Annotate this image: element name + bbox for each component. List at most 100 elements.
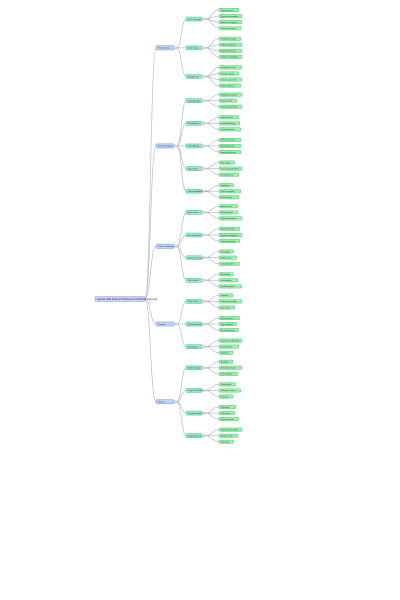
topic-collapse-toggle-4-0[interactable] xyxy=(202,366,206,370)
leaf-node-2-3-0[interactable]: Mentorship xyxy=(218,272,234,277)
leaf-node-1-2-2[interactable]: Anomaly detection xyxy=(218,150,242,155)
topic-collapse-toggle-0-0[interactable] xyxy=(202,17,206,21)
topic-node-2-2[interactable]: Industry Sectors xyxy=(185,255,203,260)
branch-collapse-toggle-0[interactable] xyxy=(174,46,178,50)
leaf-node-3-2-0[interactable]: Conference submission xyxy=(218,338,243,343)
leaf-node-2-0-2[interactable]: Reporting associate xyxy=(218,216,243,221)
topic-collapse-toggle-1-1[interactable] xyxy=(202,121,206,125)
branch-node-2[interactable]: Career Pathways xyxy=(155,243,175,249)
topic-collapse-toggle-4-2[interactable] xyxy=(202,411,206,415)
leaf-node-4-0-1[interactable]: Precision & recall xyxy=(218,365,243,370)
topic-node-0-0[interactable]: Core Concepts xyxy=(185,16,203,22)
topic-node-4-3[interactable]: Impact Review xyxy=(185,433,203,439)
leaf-node-2-1-0[interactable]: Machine learning xyxy=(218,226,241,231)
leaf-node-0-2-2[interactable]: Online course notes xyxy=(218,77,243,82)
branch-node-4[interactable]: Metrics xyxy=(155,399,175,405)
topic-collapse-toggle-1-0[interactable] xyxy=(202,99,206,103)
topic-collapse-toggle-2-3[interactable] xyxy=(202,278,206,282)
leaf-node-1-0-1[interactable]: Data cleaning xyxy=(218,98,237,103)
topic-collapse-toggle-2-2[interactable] xyxy=(202,256,206,259)
branch-node-0[interactable]: Prerequisites xyxy=(155,45,175,51)
branch-collapse-toggle-1[interactable] xyxy=(174,144,178,148)
leaf-node-2-1-2[interactable]: Data engineering xyxy=(218,239,241,244)
leaf-node-4-1-2[interactable]: Time log xyxy=(218,394,234,399)
leaf-node-4-3-2[interactable]: Next steps xyxy=(218,439,234,444)
topic-collapse-toggle-4-3[interactable] xyxy=(202,434,206,438)
leaf-node-1-1-1[interactable]: Dashboard design xyxy=(218,121,241,126)
topic-collapse-toggle-1-3[interactable] xyxy=(202,167,206,170)
topic-node-0-2[interactable]: Reading List xyxy=(185,74,203,79)
leaf-node-4-1-1[interactable]: Milestone reviews xyxy=(218,388,242,393)
topic-collapse-toggle-2-0[interactable] xyxy=(202,211,206,214)
leaf-node-3-0-1[interactable]: Project presentation xyxy=(218,299,243,304)
topic-node-2-0[interactable]: Junior Roles xyxy=(185,210,203,215)
topic-node-0-1[interactable]: Tools Setup xyxy=(185,45,203,51)
leaf-node-3-1-2[interactable]: Results summary xyxy=(218,328,240,333)
topic-node-4-0[interactable]: Model Quality xyxy=(185,365,203,371)
leaf-node-0-2-1[interactable]: Research papers xyxy=(218,71,240,76)
topic-node-1-3[interactable]: Data Ethics xyxy=(185,166,203,171)
topic-collapse-toggle-2-1[interactable] xyxy=(202,233,206,237)
leaf-node-3-0-2[interactable]: Peer review xyxy=(218,305,235,310)
leaf-node-4-3-0[interactable]: Stakeholder feedback xyxy=(218,427,243,432)
leaf-node-3-2-1[interactable]: Journal article xyxy=(218,344,240,349)
leaf-node-4-2-1[interactable]: Quiz scores xyxy=(218,411,235,416)
topic-node-3-0[interactable]: Final Project xyxy=(185,299,203,304)
leaf-node-2-3-2[interactable]: Portfolio projects xyxy=(218,284,243,289)
branch-node-3[interactable]: Outputs xyxy=(155,321,175,327)
leaf-node-4-0-0[interactable]: Accuracy xyxy=(218,359,234,364)
topic-node-4-2[interactable]: Learning Outcomes xyxy=(185,410,206,416)
leaf-node-0-0-0[interactable]: Data structures xyxy=(218,8,240,13)
leaf-node-1-3-1[interactable]: Privacy considerations xyxy=(218,166,243,171)
topic-node-3-1[interactable]: Documentation xyxy=(185,321,203,327)
branch-collapse-toggle-3[interactable] xyxy=(174,322,178,326)
leaf-node-2-2-1[interactable]: Public sector xyxy=(218,255,237,260)
leaf-node-0-1-3[interactable]: Version control basics xyxy=(218,54,243,59)
topic-node-1-0[interactable]: Data Analysis xyxy=(185,98,203,103)
leaf-node-2-0-0[interactable]: Analyst intern xyxy=(218,204,239,209)
leaf-node-2-0-1[interactable]: Data assistant xyxy=(218,210,239,215)
leaf-node-4-2-2[interactable]: Self assessment xyxy=(218,417,240,422)
leaf-node-3-1-0[interactable]: Technical report xyxy=(218,315,241,320)
leaf-node-1-3-0[interactable]: Bias review xyxy=(218,160,235,165)
leaf-node-0-0-1[interactable]: Statistics foundations xyxy=(218,14,243,19)
topic-collapse-toggle-4-1[interactable] xyxy=(202,389,206,392)
leaf-node-0-1-1[interactable]: Python installation xyxy=(218,42,243,47)
leaf-node-2-1-1[interactable]: Business intelligence xyxy=(218,232,243,237)
branch-collapse-toggle-2[interactable] xyxy=(174,244,178,248)
topic-collapse-toggle-3-2[interactable] xyxy=(202,345,206,349)
leaf-node-0-1-2[interactable]: Notebook interface xyxy=(218,48,243,53)
branch-node-1[interactable]: Research Topics xyxy=(155,143,175,149)
leaf-node-4-0-2[interactable]: Error analysis xyxy=(218,371,239,376)
topic-collapse-toggle-3-0[interactable] xyxy=(202,300,206,303)
leaf-node-2-2-2[interactable]: Consulting firms xyxy=(218,261,241,266)
leaf-node-3-0-0[interactable]: Capstone xyxy=(218,293,234,298)
leaf-node-1-4-0[interactable]: Healthcare xyxy=(218,183,234,188)
leaf-node-1-0-0[interactable]: Exploratory analysis xyxy=(218,92,243,97)
topic-collapse-toggle-0-1[interactable] xyxy=(202,46,206,50)
leaf-node-0-0-3[interactable]: Calculus overview xyxy=(218,26,242,31)
leaf-node-0-1-0[interactable]: Environment setup xyxy=(218,36,242,41)
leaf-node-1-4-1[interactable]: Finance analytics xyxy=(218,189,242,194)
branch-collapse-toggle-4[interactable] xyxy=(174,400,178,404)
topic-node-1-2[interactable]: Data Mining xyxy=(185,143,203,149)
leaf-node-2-2-0[interactable]: Technology xyxy=(218,249,234,254)
topic-collapse-toggle-1-4[interactable] xyxy=(202,189,206,193)
leaf-node-1-1-0[interactable]: Chart selection xyxy=(218,115,240,120)
leaf-node-1-3-2[interactable]: Responsible use xyxy=(218,172,240,177)
leaf-node-0-0-2[interactable]: Basic linear algebra xyxy=(218,20,243,25)
topic-node-4-1[interactable]: Progress Tracking xyxy=(185,388,204,393)
leaf-node-1-2-1[interactable]: Association rules xyxy=(218,143,242,148)
leaf-node-0-2-3[interactable]: Practice datasets xyxy=(218,83,242,88)
topic-collapse-toggle-1-2[interactable] xyxy=(202,144,206,148)
topic-collapse-toggle-0-2[interactable] xyxy=(202,75,206,78)
leaf-node-0-2-0[interactable]: Introductory texts xyxy=(218,65,243,70)
root-node[interactable]: Applied Data Science Professional Certif… xyxy=(94,296,157,302)
leaf-node-4-1-0[interactable]: Weekly goals xyxy=(218,382,236,387)
topic-node-1-4[interactable]: Domain Applications xyxy=(185,188,207,194)
topic-node-3-2[interactable]: Publication xyxy=(185,344,203,349)
topic-node-1-1[interactable]: Visualization xyxy=(185,121,203,126)
leaf-node-1-4-2[interactable]: Retail insights xyxy=(218,195,240,200)
leaf-node-2-3-1[interactable]: Certifications xyxy=(218,278,239,283)
leaf-node-1-0-2[interactable]: Feature engineering xyxy=(218,104,243,109)
